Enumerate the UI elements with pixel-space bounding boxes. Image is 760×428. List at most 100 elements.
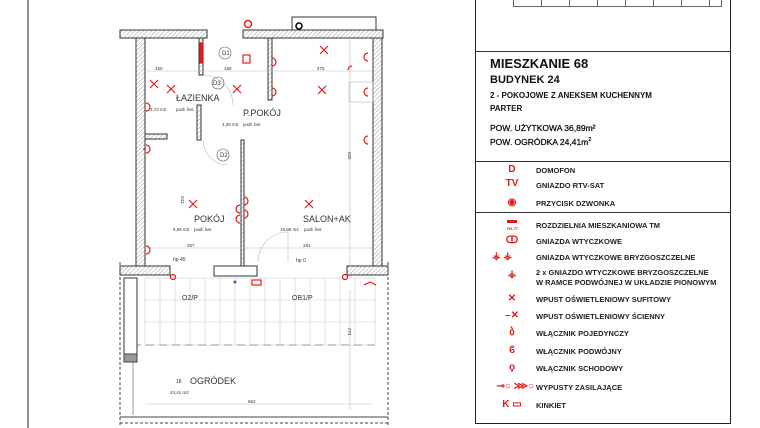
dimension: 662 [248, 399, 256, 404]
double-switch-icon: ϐ [508, 345, 516, 356]
legend-label: WŁĄCZNIK PODWÓJNY [536, 347, 622, 356]
room-floor: podł. bet. [243, 122, 262, 127]
socket-icon [271, 57, 277, 67]
ceiling-light-icon [166, 84, 176, 94]
ceiling-light-icon: ✕ [507, 293, 517, 304]
ceiling-light-icon [188, 199, 198, 209]
ceiling-light-icon [319, 45, 329, 55]
room-name: SALON+AK [303, 214, 351, 224]
power-outlet-icon: ⊸○ ⋙○ [496, 381, 534, 392]
riser-icon [295, 22, 303, 30]
apartment-title: MIESZKANIE 68 [490, 56, 589, 71]
dimension: 625 [347, 152, 352, 160]
garden-paving [144, 277, 376, 346]
divider [476, 161, 730, 162]
wall-lamp-icon [251, 279, 262, 286]
legend-label: WYPUSTY ZASILAJĄCE [536, 383, 623, 392]
usable-area: POW. UŻYTKOWA 36,89m² [490, 123, 596, 133]
divider [476, 51, 730, 52]
room-number: 18 [176, 379, 182, 385]
garden-fence [119, 262, 389, 426]
doorbell-icon [243, 19, 253, 29]
socket-icon [363, 87, 369, 97]
switch-icon [169, 273, 177, 281]
floor-label: PARTER [490, 104, 523, 113]
legend-label: ROZDZIELNIA MIESZKANIOWA TM [536, 221, 661, 230]
apartment-type: 2 - POKOJOWE Z ANEKSEM KUCHENNYM [490, 91, 652, 100]
dimension: 281 [303, 243, 311, 248]
sill-height: hp 0 [296, 258, 306, 264]
dimension: 274 [347, 328, 352, 336]
legend-label: WPUST OŚWIETLENIOWY SUFITOWY [536, 295, 672, 304]
door-label: D2 [220, 153, 228, 159]
socket-icon [363, 52, 369, 62]
distribution-board-icon: ▬TM-77 [506, 215, 518, 232]
room-area: 4,26 m2 [222, 122, 239, 127]
room-name: OGRÓDEK [190, 376, 236, 386]
ceiling-light-icon [232, 84, 242, 94]
water-point-icon [233, 280, 237, 284]
double-splashproof-socket-icon: ⚶ [507, 269, 517, 280]
doorbell-icon: ◉ [507, 197, 517, 208]
socket-icon: ↀ [505, 235, 519, 246]
socket-icon [143, 144, 151, 154]
room-name: ŁAZIENKA [176, 93, 220, 103]
single-switch-icon: ბ [509, 327, 515, 338]
socket-icon [145, 245, 151, 255]
tv-socket-icon: TV [505, 178, 519, 189]
title-block-grid [513, 0, 722, 7]
wall-light-icon: –✕ [505, 310, 519, 321]
dimension: 267 [187, 243, 195, 248]
staircase-switch-icon: ϙ [508, 362, 516, 373]
divider [476, 212, 730, 213]
ceiling-light-icon [304, 199, 314, 209]
legend-label: GNIAZDA WTYCZKOWE [536, 237, 622, 246]
ceiling-light-icon [317, 85, 327, 95]
room-name: P.POKÓJ [243, 108, 281, 118]
dimension: 343 [180, 196, 185, 204]
wall-lamp-icon: K ▭ [502, 399, 522, 410]
legend-label: WPUST OŚWIETLENIOWY ŚCIENNY [536, 312, 666, 321]
legend-label: 2 x GNIAZDO WTYCZKOWE BRYZGOSZCZELNE [536, 268, 709, 277]
legend-label: GNIAZDA WTYCZKOWE BRYZGOSZCZELNE [536, 253, 696, 262]
splashproof-socket-icon: ⚶ ⚶ [492, 251, 512, 262]
door-label: D1 [222, 51, 230, 57]
legend-label: WŁĄCZNIK POJEDYNCZY [536, 329, 629, 338]
window-label: O2/P [182, 295, 198, 302]
dimension: 150 [155, 66, 163, 71]
top-balcony-box [291, 16, 377, 31]
legend-label: W RAMCE PODWÓJNEJ W UKŁADZIE PIONOWYM [536, 278, 717, 287]
room-floor: podł. bet. [194, 227, 213, 232]
room-area: 24,41 m2 [170, 390, 189, 395]
socket-icon [271, 87, 277, 97]
legend-label: PRZYCISK DZWONKA [536, 199, 616, 208]
room-floor: podł. bet. [304, 227, 323, 232]
distribution-board-icon [199, 42, 204, 64]
legend-label: GNIAZDO RTV-SAT [536, 181, 605, 190]
garden-area: POW. OGRÓDKA 24,41m2 [490, 137, 592, 147]
dimension-lines [145, 40, 374, 410]
legend-label: WŁĄCZNIK SCHODOWY [536, 364, 624, 373]
room-area: 3,72 m2 [150, 107, 167, 112]
dimension: 180 [224, 66, 232, 71]
building-label: BUDYNEK 24 [490, 74, 560, 86]
room-floor: podł. bet. [176, 107, 195, 112]
switch-icon [341, 273, 349, 281]
socket-icon [235, 204, 241, 224]
socket-icon [363, 135, 369, 145]
legend-label: KINKIET [536, 401, 566, 410]
ceiling-light-icon [149, 79, 159, 89]
window-label: OB1/P [292, 295, 313, 302]
room-area: 19,95 m2 [280, 227, 299, 232]
room-name: POKÓJ [194, 214, 225, 224]
legend-panel: MIESZKANIE 68 BUDYNEK 24 2 - POKOJOWE Z … [475, 0, 731, 424]
intercom-icon: D [508, 164, 516, 175]
floor-plan: ŁAZIENKA 3,72 m2 podł. bet. P.POKÓJ 4,26… [27, 0, 389, 428]
socket-icon [363, 281, 377, 286]
electrical-symbols [143, 19, 377, 286]
intercom-icon [242, 54, 251, 64]
room-area: 8,96 m2 [173, 227, 190, 232]
sill-height: hp 45 [173, 257, 186, 263]
door-label: D3 [213, 81, 221, 87]
dimension: 275 [317, 66, 325, 71]
